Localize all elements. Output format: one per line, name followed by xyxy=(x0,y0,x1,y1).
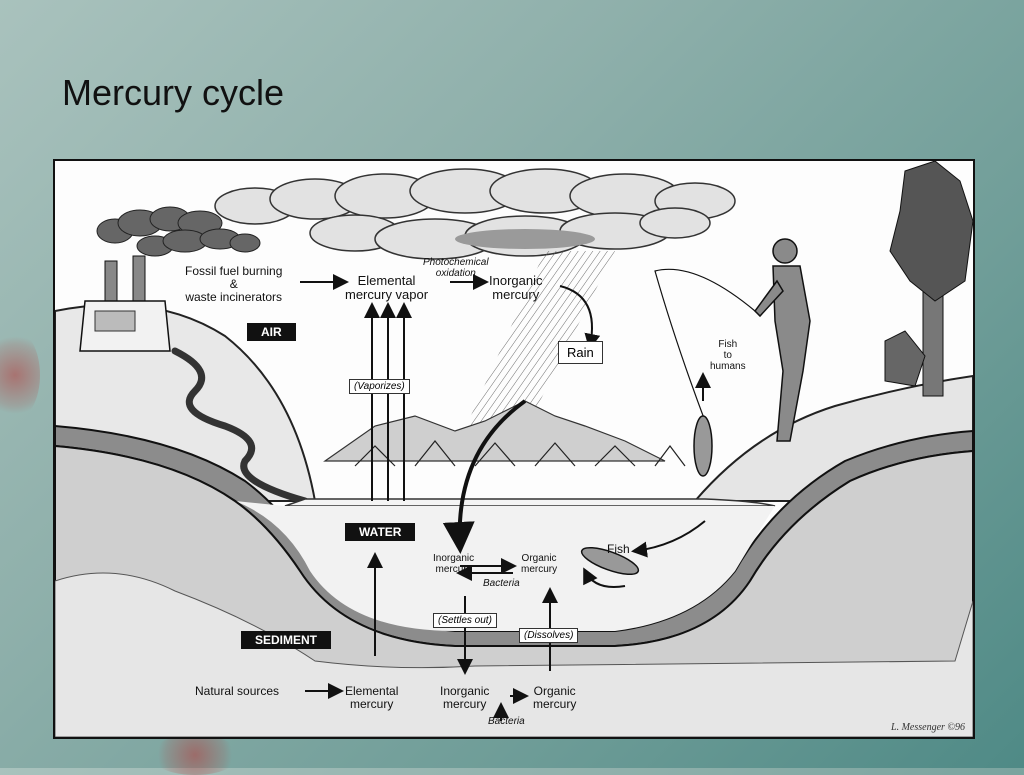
sediment-inorganic-label: Inorganic mercury xyxy=(440,684,490,711)
river xyxy=(171,347,309,505)
rain-label: Rain xyxy=(558,341,603,364)
factory xyxy=(79,255,171,352)
swimming-fish xyxy=(580,546,640,576)
fishing-line xyxy=(654,268,756,422)
sediment-bacteria-label: Bacteria xyxy=(488,716,525,727)
fish-to-humans-label: Fish to humans xyxy=(710,339,746,372)
lake-surface xyxy=(284,498,776,507)
artist-credit: L. Messenger ©96 xyxy=(891,722,965,733)
dissolves-tag: (Dissolves) xyxy=(519,628,579,643)
settles-out-tag: (Settles out) xyxy=(433,613,497,628)
sediment-elemental-label: Elemental mercury xyxy=(345,684,399,711)
zone-label-air: AIR xyxy=(247,323,296,341)
forest-line xyxy=(354,440,686,467)
fish-label: Fish xyxy=(607,542,630,556)
fisherman xyxy=(754,238,811,442)
water-bacteria-label: Bacteria xyxy=(483,578,520,589)
water-inorganic-label: Inorganic mercury xyxy=(433,553,475,575)
water-organic-label: Organic mercury xyxy=(521,553,558,575)
diagram-artwork xyxy=(55,161,973,737)
vaporizes-tag: (Vaporizes) xyxy=(349,379,410,394)
photochemical-label: Photochemical oxidation xyxy=(423,257,489,279)
zone-label-sediment: SEDIMENT xyxy=(241,631,332,649)
background-stain-left xyxy=(0,330,40,420)
fossil-fuel-label: Fossil fuel burning & waste incinerators xyxy=(185,264,283,304)
cloud-shadow xyxy=(455,229,595,249)
sediment-organic-label: Organic mercury xyxy=(533,684,577,711)
background-stain-bottom xyxy=(150,735,240,775)
zone-label-water: WATER xyxy=(345,523,416,541)
elemental-vapor-label: Elemental mercury vapor xyxy=(345,273,429,302)
natural-sources-label: Natural sources xyxy=(195,684,280,698)
rain-streaks xyxy=(455,251,615,451)
caught-fish xyxy=(693,415,713,477)
smoke-plume xyxy=(96,206,261,257)
mercury-cycle-diagram: AIR WATER SEDIMENT Fossil fuel burning &… xyxy=(53,159,975,739)
slide-title: Mercury cycle xyxy=(62,72,285,113)
air-inorganic-label: Inorganic mercury xyxy=(489,273,543,302)
tree xyxy=(884,161,973,397)
